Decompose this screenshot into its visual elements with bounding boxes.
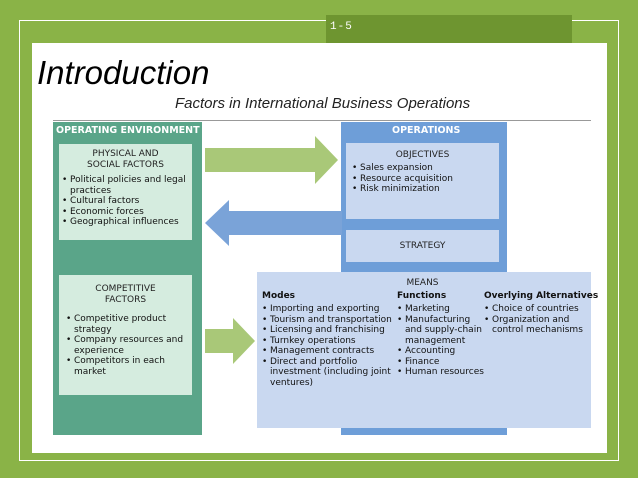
competitive-heading-line-1: COMPETITIVE: [95, 284, 156, 294]
physical-heading-line-1: PHYSICAL AND: [92, 149, 159, 159]
list-item: Geographical influences: [62, 217, 192, 228]
strategy-box: [346, 230, 499, 262]
list-item: Economic forces: [62, 207, 192, 218]
competitive-heading-line-2: FACTORS: [104, 295, 147, 305]
list-item: Cultural factors: [62, 196, 192, 207]
list-item: Human resources: [397, 367, 487, 378]
list-item: Competitors in each market: [66, 356, 190, 377]
list-item: Turnkey operations: [262, 336, 394, 347]
list-item: Direct and portfolio investment (includi…: [262, 357, 394, 389]
overlying-alternatives-heading: Overlying Alternatives: [484, 291, 599, 301]
slide-title: Introduction: [37, 54, 210, 91]
list-item: Tourism and transportation: [262, 315, 394, 326]
strategy-heading: STRATEGY: [399, 241, 446, 251]
modes-list: Importing and exporting Tourism and tran…: [262, 304, 394, 388]
operations-heading: OPERATIONS: [392, 125, 461, 136]
physical-social-factors-list: Political policies and legal practices C…: [62, 175, 192, 228]
slide-number: 1-5: [330, 21, 353, 33]
slide-subtitle: Factors in International Business Operat…: [175, 95, 471, 112]
means-heading: MEANS: [406, 278, 439, 288]
operations-to-environment-arrow-icon: [205, 200, 342, 246]
objectives-list: Sales expansion Resource acquisition Ris…: [352, 163, 498, 195]
list-item: Management contracts: [262, 346, 394, 357]
list-item: Accounting: [397, 346, 487, 357]
list-item: Marketing: [397, 304, 487, 315]
competitive-factors-heading: COMPETITIVE FACTORS: [59, 284, 192, 306]
overlying-alternatives-list: Choice of countries Organization and con…: [484, 304, 588, 336]
list-item: Finance: [397, 357, 487, 368]
competitive-factors-list: Competitive product strategy Company res…: [66, 314, 190, 377]
objectives-heading: OBJECTIVES: [395, 150, 450, 160]
list-item: Competitive product strategy: [66, 314, 190, 335]
competitive-to-means-arrow-icon: [205, 318, 255, 364]
physical-heading-line-2: SOCIAL FACTORS: [87, 160, 164, 170]
list-item: Political policies and legal practices: [62, 175, 192, 196]
list-item: Organization and control mechanisms: [484, 315, 588, 336]
environment-to-objectives-arrow-icon: [205, 136, 338, 184]
diagram-top-rule: [53, 120, 591, 121]
functions-heading: Functions: [397, 291, 447, 301]
list-item: Licensing and franchising: [262, 325, 394, 336]
functions-list: Marketing Manufacturing and supply-chain…: [397, 304, 487, 378]
modes-heading: Modes: [262, 291, 296, 301]
physical-social-factors-heading: PHYSICAL AND SOCIAL FACTORS: [59, 149, 192, 171]
list-item: Manufacturing and supply-chain managemen…: [397, 315, 487, 347]
list-item: Sales expansion: [352, 163, 498, 174]
list-item: Company resources and experience: [66, 335, 190, 356]
slide-number-tab: [326, 15, 572, 43]
operating-environment-heading: OPERATING ENVIRONMENT: [56, 125, 200, 136]
list-item: Importing and exporting: [262, 304, 394, 315]
list-item: Risk minimization: [352, 184, 498, 195]
slide-frame: [19, 20, 619, 461]
list-item: Resource acquisition: [352, 174, 498, 185]
list-item: Choice of countries: [484, 304, 588, 315]
